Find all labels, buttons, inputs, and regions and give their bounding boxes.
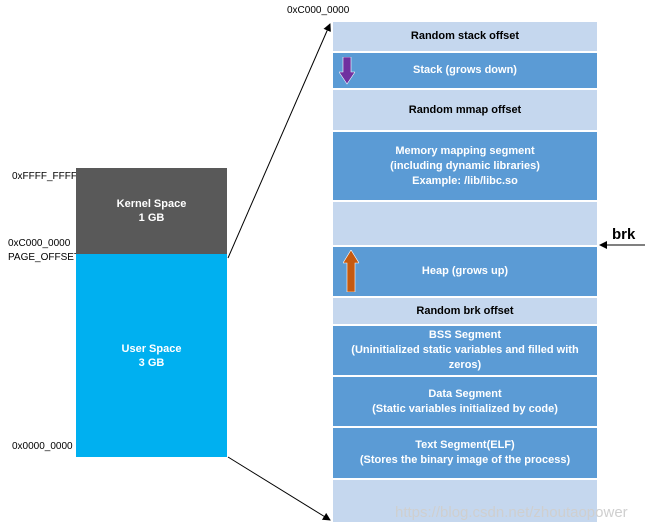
segment-line: (including dynamic libraries) [390, 159, 540, 172]
segment-line: Random stack offset [410, 30, 520, 42]
user-space-size: 3 GB [138, 356, 165, 369]
arrow-down-icon [339, 57, 355, 85]
segment-bss: BSS Segment (Uninitialized static variab… [333, 326, 597, 375]
segment-line: BSS Segment [428, 329, 502, 341]
kernel-space-block: Kernel Space 1 GB [76, 168, 227, 254]
brk-label: brk [612, 226, 636, 243]
kernel-space-size: 1 GB [138, 212, 165, 224]
segment-memory-mapping: Memory mapping segment (including dynami… [333, 132, 597, 200]
lower-connector-line [227, 456, 331, 521]
segment-heap: Heap (grows up) [333, 247, 597, 296]
user-space-block: User Space 3 GB [76, 254, 227, 457]
upper-connector-line [227, 23, 331, 259]
segment-data: Data Segment (Static variables initializ… [333, 377, 597, 426]
address-0000-0000: 0x0000_0000 [12, 441, 73, 452]
segment-line: (Stores the binary image of the process) [359, 454, 571, 466]
segment-line: Example: /lib/libc.so [412, 174, 518, 187]
segment-line: Memory mapping segment [395, 144, 535, 157]
segment-random-mmap-offset: Random mmap offset [333, 90, 597, 130]
segment-reserved-bottom [333, 480, 597, 522]
segment-line: Stack (grows down) [413, 64, 517, 76]
segment-free-space [333, 202, 597, 245]
segment-line: (Uninitialized static variables and fill… [351, 344, 579, 356]
watermark-text: https://blog.csdn.net/zhoutaopower [395, 504, 628, 521]
segment-line: zeros) [448, 359, 482, 371]
segment-line: Text Segment(ELF) [415, 439, 515, 451]
arrow-up-icon [343, 250, 359, 292]
user-space-label: User Space [121, 342, 182, 355]
segment-random-brk-offset: Random brk offset [333, 298, 597, 324]
address-c000-0000-left: 0xC000_0000 [8, 238, 71, 249]
segment-random-stack-offset: Random stack offset [333, 22, 597, 51]
segment-line: Random mmap offset [408, 103, 522, 116]
segment-line: (Static variables initialized by code) [372, 402, 558, 415]
segment-text: Text Segment(ELF) (Stores the binary ima… [333, 428, 597, 478]
segment-line: Data Segment [428, 387, 502, 400]
address-page-offset: PAGE_OFFSET [8, 252, 81, 263]
segment-line: Heap (grows up) [421, 265, 509, 277]
segment-line: Random brk offset [416, 304, 514, 317]
segment-stack: Stack (grows down) [333, 53, 597, 88]
address-c000-0000-right: 0xC000_0000 [287, 5, 350, 16]
kernel-space-label: Kernel Space [116, 198, 187, 210]
address-ffff-ffff: 0xFFFF_FFFF [12, 171, 77, 182]
